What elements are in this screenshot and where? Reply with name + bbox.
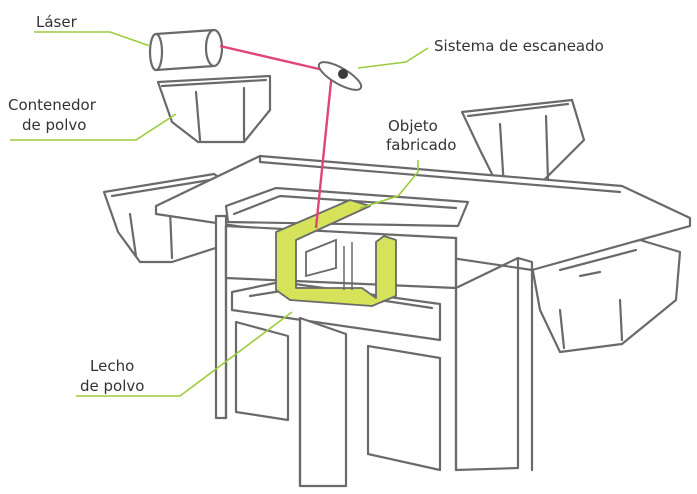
leader-lines — [10, 31, 429, 397]
left-powder-container — [156, 74, 272, 144]
fabricated-object — [275, 199, 397, 307]
label-fabricated-object-line2: fabricado — [386, 136, 456, 154]
label-powder-container-line1: Contenedor — [8, 96, 97, 114]
leader-container — [10, 113, 177, 141]
leader-object — [359, 160, 419, 209]
label-powder-container-line2: de polvo — [22, 116, 86, 134]
scanning-mirror — [317, 61, 363, 91]
label-powder-bed-line2: de polvo — [80, 377, 144, 395]
leader-scanning — [357, 47, 429, 69]
label-fabricated-object-line1: Objeto — [388, 117, 438, 135]
label-powder-bed-line1: Lecho — [90, 357, 134, 375]
label-scanning-system: Sistema de escaneado — [434, 37, 604, 55]
leader-bed — [76, 311, 293, 397]
labels: Láser Sistema de escaneado Contenedor de… — [8, 13, 604, 395]
label-laser: Láser — [36, 13, 78, 31]
laser-unit — [148, 28, 224, 72]
leader-laser — [34, 31, 151, 47]
